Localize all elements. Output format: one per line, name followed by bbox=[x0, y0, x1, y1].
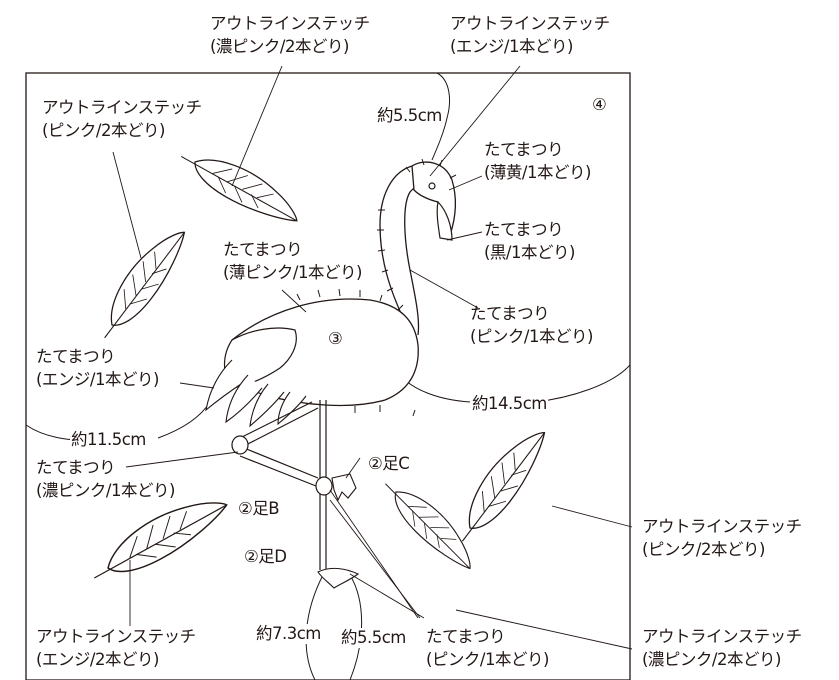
body-part-number: ③ bbox=[328, 329, 343, 348]
stitch-detail: (濃ピンク/1本どり) bbox=[36, 481, 175, 500]
stitch-detail: (黒/1本どり) bbox=[484, 243, 575, 262]
flamingo-eye bbox=[428, 182, 436, 190]
label-tatematsuri-pink-bottom: たてまつり (ピンク/1本どり) bbox=[426, 625, 549, 671]
leader-leg-c bbox=[345, 457, 361, 479]
stitch-name: アウトラインステッチ bbox=[210, 14, 370, 33]
label-leg-d: ②足D bbox=[244, 547, 287, 566]
label-tatematsuri-black: たてまつり (黒/1本どり) bbox=[484, 218, 575, 264]
feather-top-center bbox=[174, 138, 307, 235]
leg-lower bbox=[319, 492, 327, 570]
stitch-detail: (薄黄/1本どり) bbox=[484, 163, 591, 182]
label-tatematsuri-enji: たてまつり (エンジ/1本どり) bbox=[36, 345, 159, 391]
foot-d bbox=[317, 567, 360, 589]
leader-pale-yellow bbox=[448, 175, 483, 191]
stitch-detail: (ピンク/1本どり) bbox=[470, 327, 593, 346]
leader-outline-enji-top bbox=[429, 65, 521, 177]
stitch-detail: (エンジ/1本どり) bbox=[36, 370, 159, 389]
stitch-detail: (ピンク/2本どり) bbox=[642, 540, 765, 559]
leader-outline-dark-pink-bottom bbox=[455, 609, 633, 650]
leader-light-pink bbox=[281, 289, 307, 313]
measure-head: 約5.5cm bbox=[376, 106, 443, 126]
label-outline-dark-pink-bottom: アウトラインステッチ (濃ピンク/2本どり) bbox=[642, 625, 802, 671]
measure-body-left: 約11.5cm bbox=[70, 430, 147, 450]
leader-outline-pink-top-left bbox=[112, 151, 142, 259]
stitch-name: たてまつり bbox=[223, 240, 303, 259]
panel-frame bbox=[25, 72, 631, 680]
stitch-detail: (エンジ/1本どり) bbox=[450, 37, 573, 56]
stitch-name: アウトラインステッチ bbox=[642, 627, 802, 646]
leader-outline-dark-pink-top bbox=[231, 65, 283, 187]
leg-b-bar bbox=[239, 447, 319, 487]
feather-left bbox=[87, 220, 197, 347]
measure-leg-total: 約7.3cm bbox=[255, 624, 322, 644]
label-leg-b: ②足B bbox=[238, 499, 280, 518]
flamingo-tail-1 bbox=[205, 359, 245, 412]
stitch-detail: (薄ピンク/1本どり) bbox=[223, 263, 362, 282]
flamingo-beak bbox=[436, 200, 453, 241]
stitch-name: アウトラインステッチ bbox=[36, 627, 196, 646]
feather-right-lower bbox=[376, 470, 483, 579]
stitch-detail: (濃ピンク/2本どり) bbox=[642, 650, 781, 669]
leader-pink-neck bbox=[409, 269, 479, 309]
label-tatematsuri-light-pink: たてまつり (薄ピンク/1本どり) bbox=[223, 238, 362, 284]
stitch-ticks bbox=[296, 158, 457, 417]
leg-upper bbox=[319, 400, 327, 480]
leg-lower-measure-bracket bbox=[349, 574, 363, 680]
feather-right-upper bbox=[445, 420, 558, 550]
flamingo-tail-3 bbox=[249, 383, 285, 428]
leader-black bbox=[446, 231, 483, 241]
label-tatematsuri-pale-yellow: たてまつり (薄黄/1本どり) bbox=[484, 138, 591, 184]
stitch-detail: (ピンク/1本どり) bbox=[426, 650, 549, 669]
stitch-name: たてまつり bbox=[470, 304, 550, 323]
leader-pink-bottom-2 bbox=[329, 499, 421, 619]
leader-outline-pink-right bbox=[551, 505, 633, 528]
label-outline-pink-top-left: アウトラインステッチ (ピンク/2本どり) bbox=[42, 96, 202, 142]
head-measure-bracket bbox=[431, 72, 450, 161]
stitch-name: アウトラインステッチ bbox=[642, 517, 802, 536]
stitch-detail: (ピンク/2本どり) bbox=[42, 121, 165, 140]
stitch-name: たてまつり bbox=[426, 627, 506, 646]
label-tatematsuri-dark-pink: たてまつり (濃ピンク/1本どり) bbox=[36, 456, 175, 502]
leader-enji bbox=[179, 382, 215, 389]
stitch-detail: (濃ピンク/2本どり) bbox=[210, 37, 349, 56]
panel-number: ④ bbox=[592, 95, 607, 114]
knee-joint-lower bbox=[315, 476, 333, 496]
leader-dark-pink bbox=[125, 451, 239, 468]
stitch-name: たてまつり bbox=[36, 347, 116, 366]
label-outline-pink-right: アウトラインステッチ (ピンク/2本どり) bbox=[642, 515, 802, 561]
leader-pink-bottom-3 bbox=[349, 573, 425, 619]
measure-leg-lower: 約5.5cm bbox=[340, 628, 407, 648]
label-outline-dark-pink-top: アウトラインステッチ (濃ピンク/2本どり) bbox=[210, 12, 370, 58]
foot-c bbox=[331, 473, 357, 502]
neck-measure-bracket bbox=[534, 364, 631, 403]
knee-joint-upper bbox=[231, 435, 249, 455]
measure-neck: 約14.5cm bbox=[471, 394, 548, 414]
label-leg-c: ②足C bbox=[368, 454, 410, 473]
stitch-name: アウトラインステッチ bbox=[42, 98, 202, 117]
flamingo-tail-2 bbox=[225, 374, 263, 424]
stitch-name: アウトラインステッチ bbox=[450, 14, 610, 33]
body-measure-bracket-right bbox=[157, 401, 211, 439]
label-outline-enji-bottom: アウトラインステッチ (エンジ/2本どり) bbox=[36, 625, 196, 671]
stitch-detail: (エンジ/2本どり) bbox=[36, 650, 159, 669]
label-tatematsuri-pink-neck: たてまつり (ピンク/1本どり) bbox=[470, 302, 593, 348]
stitch-name: たてまつり bbox=[484, 220, 564, 239]
stitch-name: たてまつり bbox=[36, 458, 116, 477]
leg-back bbox=[235, 401, 319, 447]
stitch-name: たてまつり bbox=[484, 140, 564, 159]
label-outline-enji-top: アウトラインステッチ (エンジ/1本どり) bbox=[450, 12, 610, 58]
